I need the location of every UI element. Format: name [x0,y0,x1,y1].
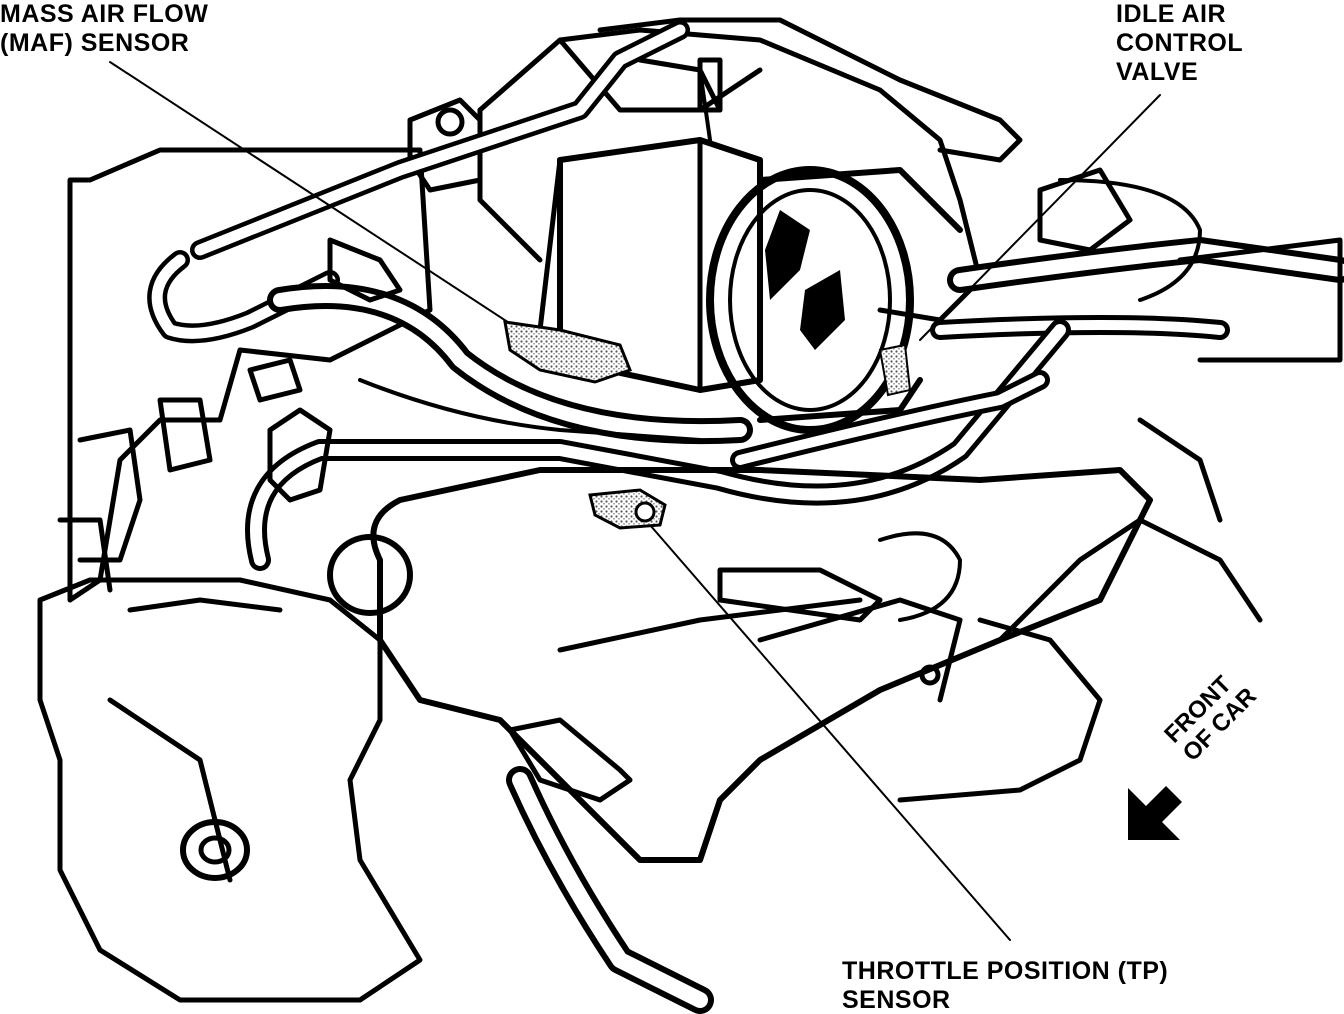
iac-valve-highlight [878,343,912,397]
maf-label-line2: (MAF) SENSOR [0,29,190,57]
left-engine-block [67,147,433,603]
tp-label-line2: SENSOR [842,986,951,1014]
leader-tp [649,524,1011,941]
iac-label-line2: CONTROL [1116,29,1244,57]
tp-label-line1: THROTTLE POSITION (TP) [842,957,1169,985]
leader-iac [919,94,1161,341]
throttle-body [370,467,1153,863]
air-inlet-housing [706,166,914,434]
iac-label-line3: VALVE [1116,58,1199,86]
maf-label-line1: MASS AIR FLOW [0,0,209,28]
maf-sensor-highlight [503,320,632,384]
valve-cover-lower [37,577,423,1003]
iac-valve-label: IDLE AIR CONTROL VALVE [1116,0,1243,87]
lower-fitting [507,717,633,803]
maf-sensor-label: MASS AIR FLOW (MAF) SENSOR [0,0,208,58]
iac-label-line1: IDLE AIR [1116,0,1227,28]
front-arrow-icon [1128,786,1182,840]
tp-sensor-label: THROTTLE POSITION (TP) SENSOR [842,957,1168,1014]
leader-maf [109,61,521,331]
wiring-harness [267,283,753,445]
